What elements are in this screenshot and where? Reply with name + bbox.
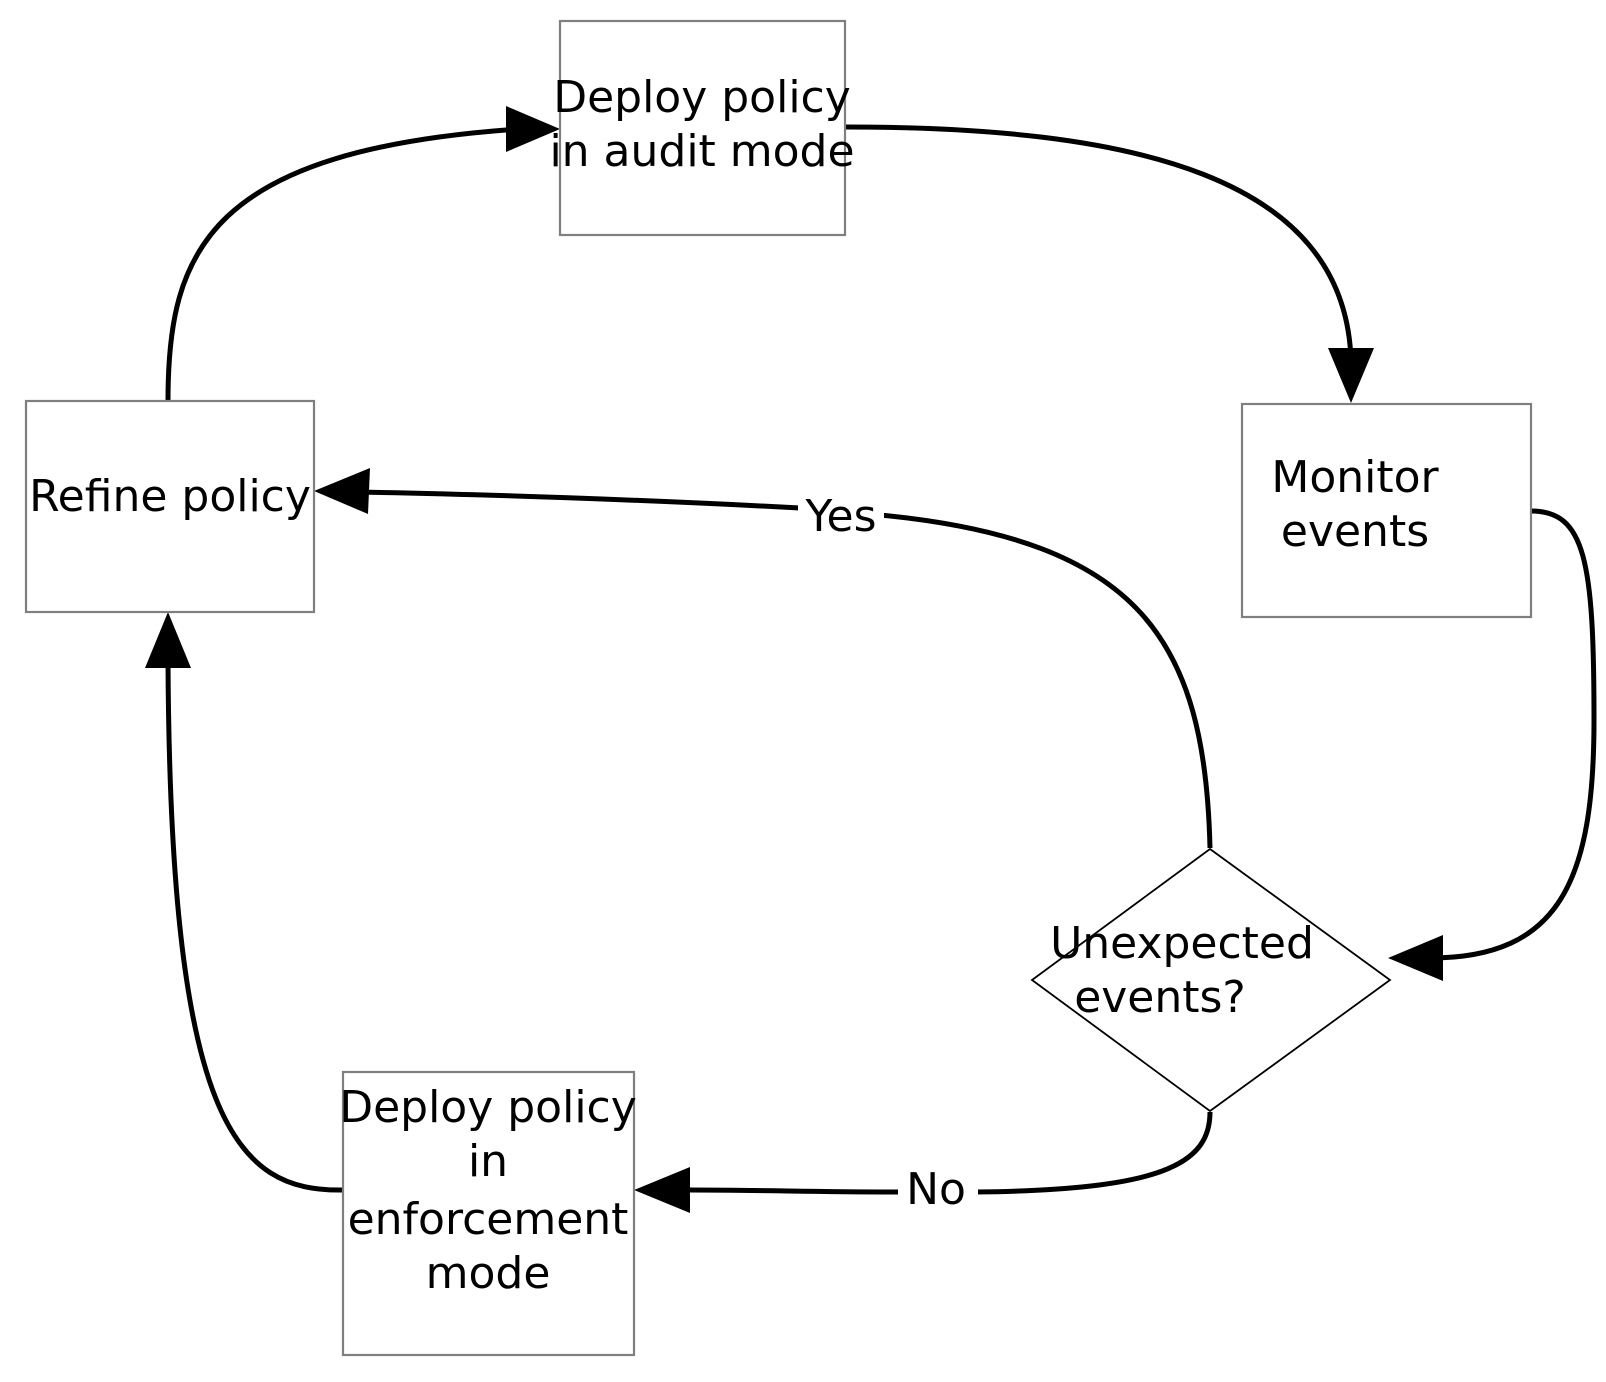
edge-decision-yes-to-refine-line-left	[355, 489, 801, 511]
edge-monitor-to-decision-line	[1429, 508, 1597, 961]
edge-audit-to-monitor-arrowhead	[1328, 348, 1374, 403]
node-refine-policy-line-1: Refine policy	[29, 471, 311, 522]
edge-decision-yes-label-backdrop	[798, 480, 884, 540]
node-monitor-events-shape[interactable]	[1240, 402, 1533, 619]
edge-refine-to-audit-line	[165, 126, 521, 401]
node-deploy-enforcement-shape[interactable]	[341, 1070, 636, 1357]
node-deploy-enforcement-line-2: in	[468, 1136, 508, 1187]
edge-decision-yes-to-refine-line-right	[879, 512, 1213, 849]
edge-monitor-to-decision-arrowhead	[1388, 935, 1443, 981]
edge-refine-to-audit	[165, 106, 560, 401]
node-deploy-enforcement-line-4: mode	[426, 1248, 551, 1299]
node-refine-policy[interactable]: Refine policy	[24, 399, 316, 614]
edge-audit-to-monitor	[845, 124, 1374, 403]
node-deploy-enforcement-line-3: enforcement	[348, 1194, 629, 1245]
edge-decision-no-to-enforcement-arrowhead	[634, 1167, 690, 1213]
node-deploy-audit-shape[interactable]	[558, 19, 847, 237]
node-unexpected-events[interactable]: Unexpected events?	[1030, 847, 1392, 1113]
node-deploy-audit-line-2: in audit mode	[549, 126, 854, 177]
edge-decision-yes-to-refine: Yes	[314, 468, 1213, 849]
node-monitor-events[interactable]: Monitor events	[1240, 402, 1533, 619]
node-deploy-enforcement[interactable]: Deploy policy in enforcement mode	[339, 1070, 637, 1357]
edge-audit-to-monitor-line	[845, 124, 1354, 361]
edge-decision-no-to-enforcement: No	[634, 1111, 1213, 1222]
edge-refine-to-audit-arrowhead	[506, 106, 560, 152]
edge-enforcement-to-refine	[145, 612, 344, 1193]
edge-decision-no-label-backdrop	[898, 1162, 978, 1222]
node-unexpected-events-line-1: Unexpected	[1050, 918, 1314, 969]
node-deploy-audit-line-1: Deploy policy	[553, 72, 851, 123]
node-deploy-enforcement-line-1: Deploy policy	[339, 1082, 637, 1133]
edge-decision-yes-label: Yes	[804, 491, 876, 542]
node-unexpected-events-shape[interactable]	[1030, 847, 1392, 1113]
edge-decision-no-to-enforcement-line-left	[689, 1187, 901, 1195]
edge-enforcement-to-refine-line	[165, 659, 344, 1193]
edge-decision-yes-to-refine-arrowhead	[314, 468, 370, 514]
edge-monitor-to-decision	[1388, 508, 1597, 981]
node-refine-policy-shape[interactable]	[24, 399, 316, 614]
edge-enforcement-to-refine-arrowhead	[145, 612, 191, 668]
node-monitor-events-line-1: Monitor	[1271, 452, 1439, 503]
edge-decision-no-to-enforcement-line-right	[974, 1111, 1213, 1195]
edge-decision-no-label: No	[906, 1164, 966, 1215]
node-unexpected-events-line-2: events?	[1074, 972, 1246, 1023]
node-deploy-audit[interactable]: Deploy policy in audit mode	[549, 19, 855, 237]
node-monitor-events-line-2: events	[1281, 506, 1429, 557]
